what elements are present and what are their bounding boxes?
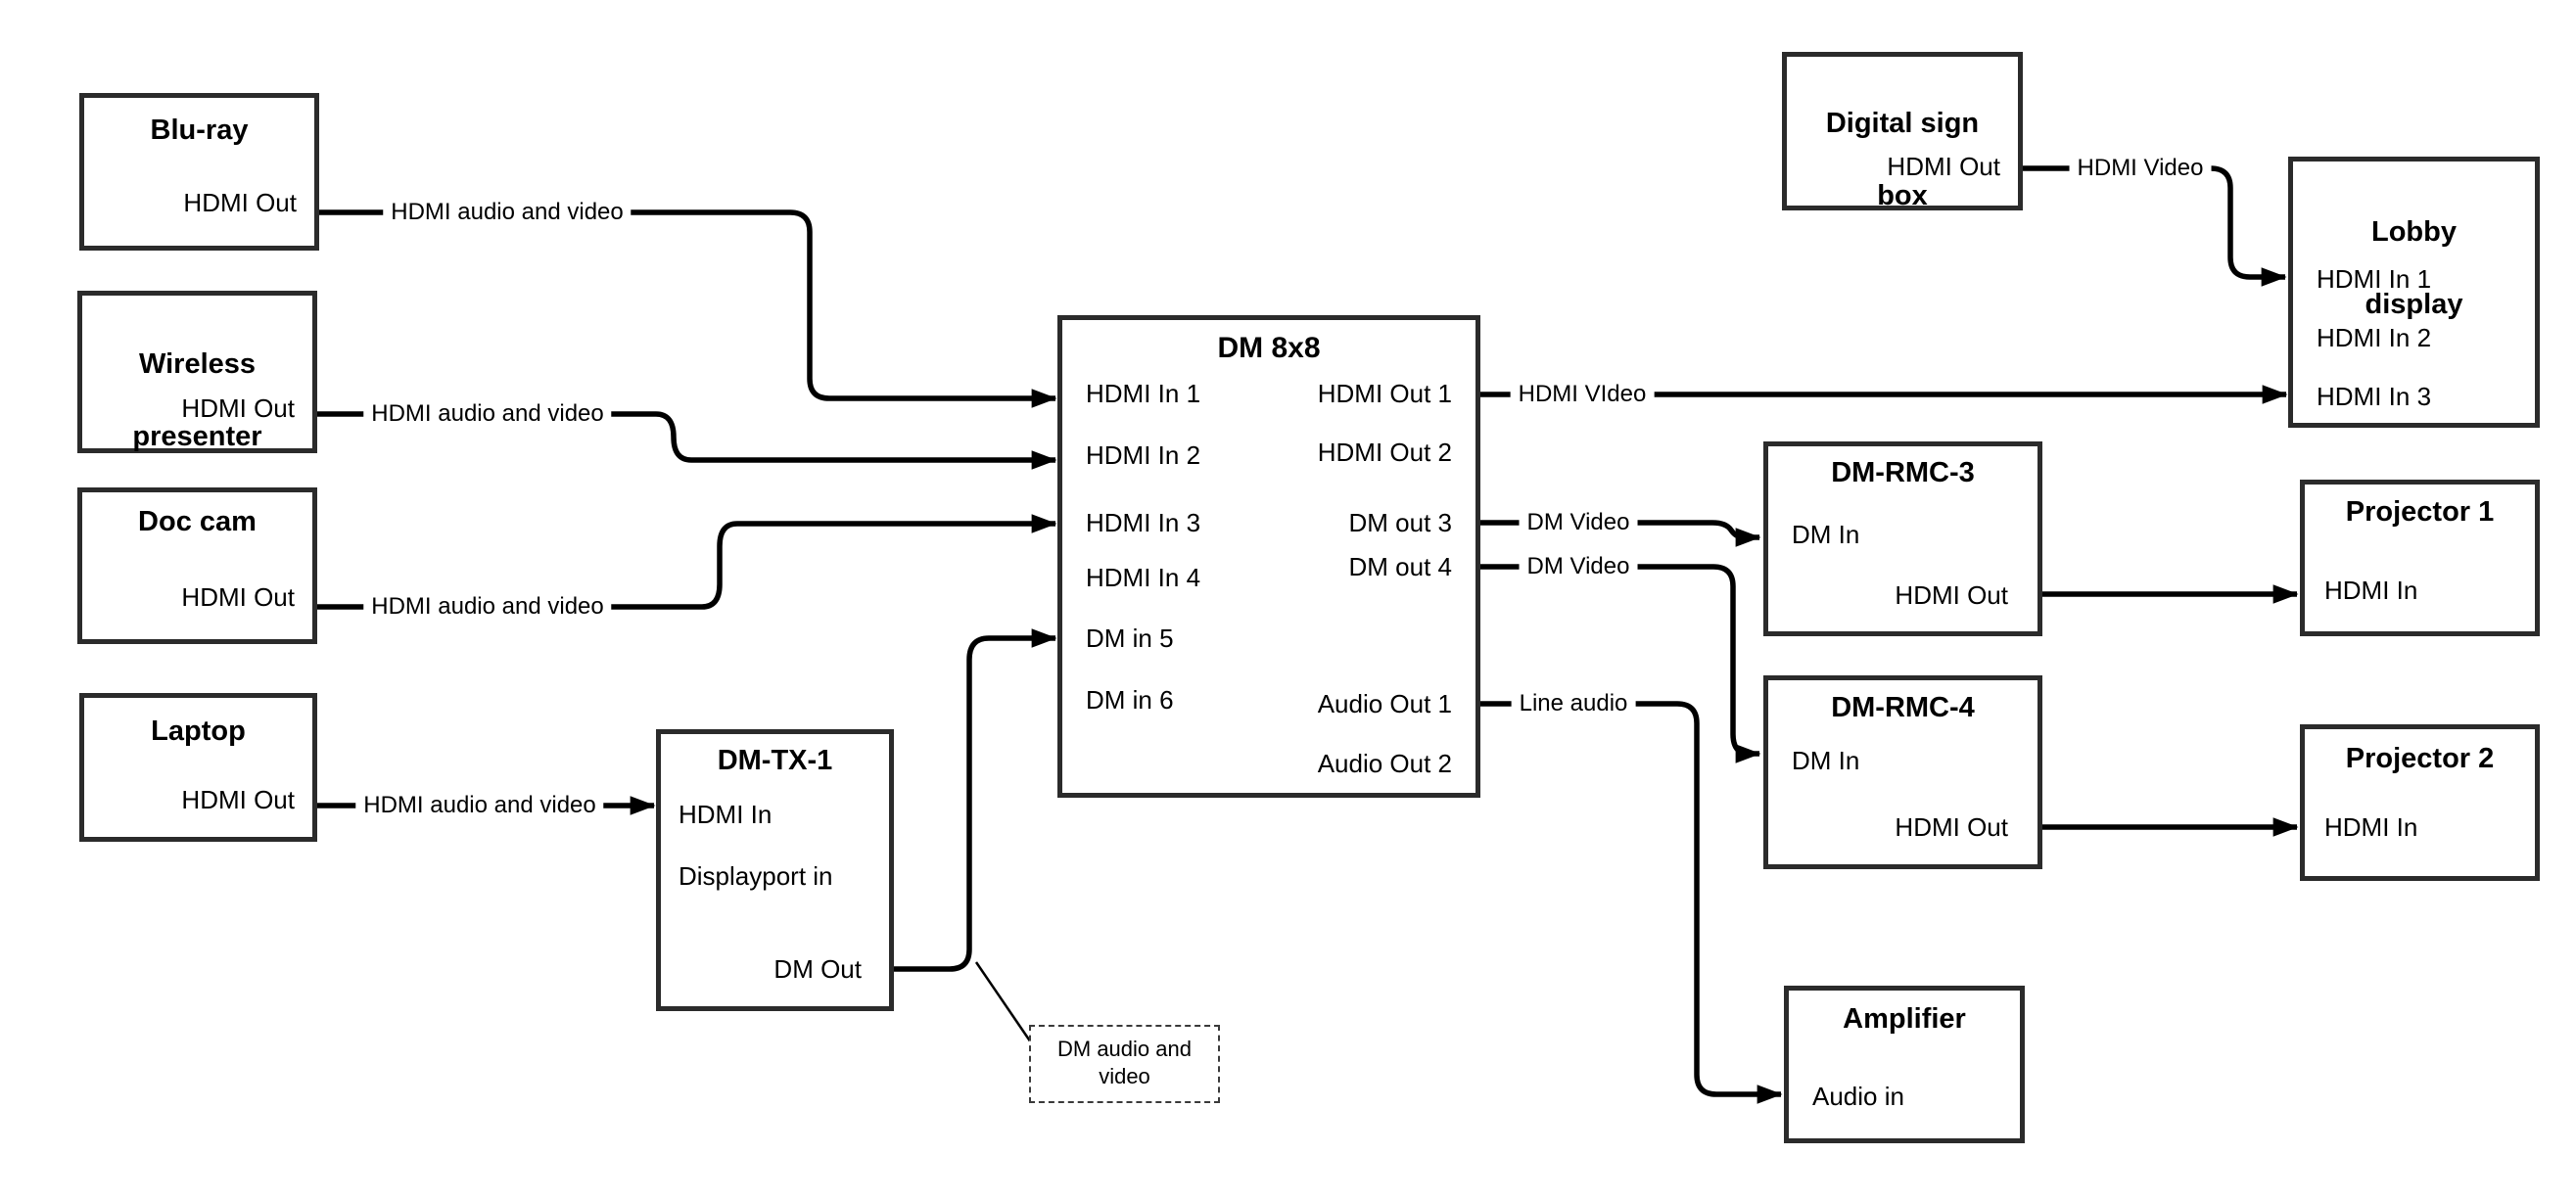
port-hdmi-in-3: HDMI In 3 [1086,508,1201,537]
node-title: DM-RMC-4 [1831,692,1975,723]
node-lobby-display: Lobby display HDMI In 1 HDMI In 2 HDMI I… [2288,157,2540,428]
wire-label-hdmi-audio-video-wireless: HDMI audio and video [363,400,612,428]
port-hdmi-out: HDMI Out [1895,580,2008,610]
port-hdmi-in-2: HDMI In 2 [1086,440,1201,470]
node-dm-8x8: DM 8x8 HDMI In 1 HDMI In 2 HDMI In 3 HDM… [1057,315,1480,798]
port-hdmi-out: HDMI Out [181,785,295,814]
port-audio-out-2: Audio Out 2 [1317,749,1452,778]
port-hdmi-out: HDMI Out [181,393,295,423]
wire-dmtx1-to-dm8x8-dmin5 [894,628,1057,972]
node-title: Projector 2 [2345,743,2495,774]
node-projector-1: Projector 1 HDMI In [2300,480,2540,636]
port-displayport-in: Displayport in [679,861,833,891]
node-title: Projector 1 [2345,496,2495,528]
title-line-2: box [1877,180,1928,211]
wire-label-line-audio: Line audio [1511,690,1636,717]
node-wireless-presenter: Wireless presenter HDMI Out [77,291,317,453]
wire-dm8x8-audio1-to-amplifier [1480,701,1783,1104]
port-hdmi-out: HDMI Out [181,582,295,612]
node-title: Digital sign box [1787,69,2018,251]
node-bluray: Blu-ray HDMI Out [79,93,319,251]
title-line-1: Wireless [138,348,257,380]
port-dm-in-5: DM in 5 [1086,624,1174,653]
node-doc-cam: Doc cam HDMI Out [77,487,317,644]
port-dm-in: DM In [1792,746,1860,775]
node-dm-rmc-3: DM-RMC-3 DM In HDMI Out [1763,441,2042,636]
node-projector-2: Projector 2 HDMI In [2300,724,2540,881]
title-line-2: presenter [132,421,262,452]
wire-label-dm-video-out3: DM Video [1519,509,1638,536]
wire-dm8x8-dmout4-to-dmrmc4 [1480,564,1761,763]
node-title: Amplifier [1843,1003,1966,1035]
node-title: DM-RMC-3 [1831,457,1975,488]
wire-label-dm-video-out4: DM Video [1519,553,1638,580]
node-title: Blu-ray [150,115,249,146]
node-title: Doc cam [138,506,257,537]
node-title: DM 8x8 [1217,332,1321,364]
port-hdmi-in-3: HDMI In 3 [2317,382,2432,411]
port-audio-out-1: Audio Out 1 [1317,689,1452,718]
node-title: Lobby display [2293,178,2535,359]
port-hdmi-out: HDMI Out [183,188,297,217]
title-line-1: Digital sign [1825,108,1980,139]
port-hdmi-in: HDMI In [2324,576,2418,605]
port-dm-out-4: DM out 4 [1348,552,1453,581]
port-hdmi-in: HDMI In [679,800,773,829]
port-hdmi-out-1: HDMI Out 1 [1317,379,1452,408]
node-title: Wireless presenter [82,310,312,491]
callout-leader-line [974,961,1035,1046]
wire-doccam-to-dm8x8-in3 [317,514,1057,610]
wire-dm8x8-dmout3-to-dmrmc3 [1480,520,1761,547]
wire-digisign-to-lobby-in1 [2023,165,2287,287]
port-hdmi-in-1: HDMI In 1 [2317,264,2432,294]
wire-bluray-to-dm8x8-in1 [319,209,1057,408]
title-line-1: Lobby [2371,216,2457,248]
port-hdmi-in-1: HDMI In 1 [1086,379,1201,408]
node-digital-sign-box: Digital sign box HDMI Out [1782,52,2023,211]
wire-label-hdmi-audio-video-doccam: HDMI audio and video [363,593,612,621]
wire-wireless-to-dm8x8-in2 [317,411,1057,470]
node-dm-tx-1: DM-TX-1 HDMI In Displayport in DM Out [656,729,894,1011]
port-hdmi-in-4: HDMI In 4 [1086,563,1201,592]
callout-dm-audio-and-video: DM audio and video [1029,1025,1220,1103]
node-amplifier: Amplifier Audio in [1784,986,2025,1143]
title-line-2: display [2365,289,2463,320]
port-dm-out-3: DM out 3 [1348,508,1453,537]
wire-label-hdmi-audio-video-laptop: HDMI audio and video [355,792,604,819]
port-hdmi-out: HDMI Out [1887,152,2000,181]
port-dm-in: DM In [1792,520,1860,549]
wire-label-hdmi-video-out1: HDMI VIdeo [1510,381,1655,408]
port-hdmi-out-2: HDMI Out 2 [1317,438,1452,467]
port-audio-in: Audio in [1812,1082,1904,1111]
node-title: Laptop [151,716,246,747]
port-dm-out: DM Out [773,954,862,984]
node-dm-rmc-4: DM-RMC-4 DM In HDMI Out [1763,675,2042,869]
port-dm-in-6: DM in 6 [1086,685,1174,715]
port-hdmi-in-2: HDMI In 2 [2317,323,2432,352]
node-title: DM-TX-1 [717,745,833,776]
port-hdmi-out: HDMI Out [1895,812,2008,842]
wire-label-hdmi-audio-video-bluray: HDMI audio and video [383,199,632,226]
wire-label-hdmi-video-digisign: HDMI Video [2069,155,2212,182]
port-hdmi-in: HDMI In [2324,812,2418,842]
node-laptop: Laptop HDMI Out [79,693,317,842]
